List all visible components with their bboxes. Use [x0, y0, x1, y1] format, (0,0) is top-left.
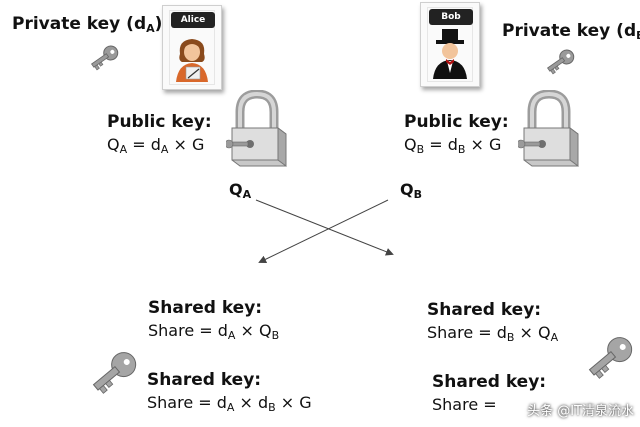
- bob-avatar: [433, 29, 467, 79]
- bob-private-key-title: Private key (dB): [502, 21, 640, 42]
- alice-avatar: [176, 39, 208, 82]
- bob-shared-key-title-1: Shared key:: [427, 300, 542, 320]
- bob-private-key-icon: [547, 49, 575, 75]
- bob-shared-key-formula-1: Share = dB × QA: [427, 323, 559, 344]
- alice-shared-key-title-2: Shared key:: [147, 370, 262, 390]
- bob-shared-key-icon: [588, 337, 633, 379]
- alice-public-key-title: Public key:: [107, 112, 212, 132]
- alice-name-tag: Alice: [171, 12, 215, 28]
- bob-shared-key-title-2: Shared key:: [432, 372, 547, 392]
- alice-public-key-formula: QA = dA × G: [107, 135, 205, 156]
- alice-shared-key-icon: [92, 352, 137, 394]
- bob-q-label: QB: [400, 180, 422, 201]
- alice-shared-key-formula-2: Share = dA × dB × G: [147, 393, 312, 414]
- bob-public-key-formula: QB = dB × G: [404, 135, 502, 156]
- alice-avatar-card: Alice: [162, 5, 222, 90]
- bob-name-tag: Bob: [429, 9, 473, 25]
- bob-lock-icon: [518, 90, 579, 167]
- alice-shared-key-title-1: Shared key:: [148, 298, 263, 318]
- alice-private-key-title: Private key (dA): [12, 14, 163, 35]
- bob-avatar-card: Bob: [420, 2, 480, 87]
- alice-shared-key-formula-1: Share = dA × QB: [148, 321, 280, 342]
- bob-public-key-title: Public key:: [404, 112, 509, 132]
- bob-shared-key-formula-2: Share =: [432, 395, 497, 414]
- alice-lock-icon: [226, 90, 287, 167]
- arrow-qb-to-alice: [258, 199, 389, 263]
- arrow-qa-to-bob: [255, 199, 394, 256]
- alice-q-label: QA: [229, 180, 252, 201]
- watermark: 头条 @IT清泉流水: [527, 404, 634, 419]
- alice-private-key-icon: [91, 45, 119, 71]
